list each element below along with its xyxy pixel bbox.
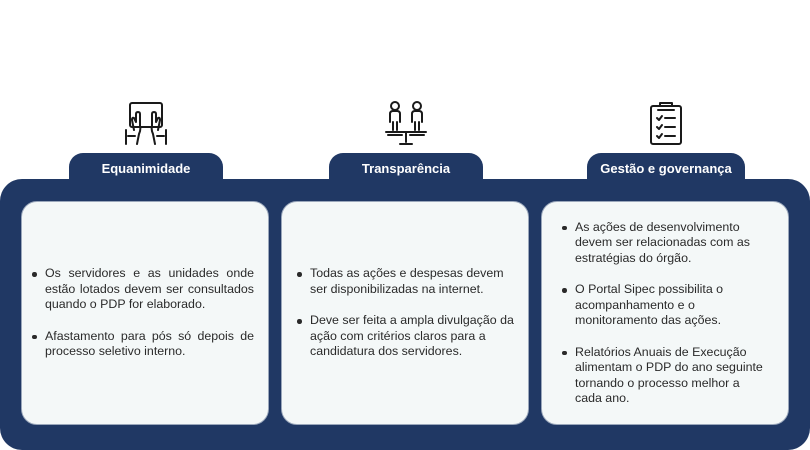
list-item: As ações de desenvolvimento devem ser re… (562, 220, 768, 267)
column-equanimidade: Equanimidade Os servidores e as unidades… (21, 0, 271, 450)
list-item: Relatórios Anuais de Execução alimentam … (562, 345, 768, 407)
tab-title: Gestão e governança (600, 160, 732, 176)
column-transparencia: Transparência Todas as ações e despesas … (281, 0, 531, 450)
hands-on-tablet-icon (125, 102, 167, 145)
list-item: Afastamento para pós só depois de proces… (32, 328, 254, 359)
tab-title: Transparência (361, 160, 451, 176)
list-item: Todas as ações e despesas devem ser disp… (297, 266, 516, 297)
tab-equanimidade: Equanimidade (69, 153, 223, 183)
bullet-list: Todas as ações e despesas devem ser disp… (297, 266, 516, 360)
clipboard-checklist-icon (650, 102, 682, 145)
people-balance-icon (385, 101, 427, 145)
card-transparencia: Todas as ações e despesas devem ser disp… (281, 201, 529, 425)
list-item: Deve ser feita a ampla divulgação da açã… (297, 313, 516, 360)
list-item: O Portal Sipec possibilita o acompanhame… (562, 282, 768, 329)
card-gestao-governanca: As ações de desenvolvimento devem ser re… (541, 201, 789, 425)
tab-title: Equanimidade (101, 160, 191, 176)
bullet-list: As ações de desenvolvimento devem ser re… (562, 220, 768, 407)
column-gestao-governanca: Gestão e governança As ações de desenvol… (541, 0, 791, 450)
tab-transparencia: Transparência (329, 153, 483, 183)
tab-gestao-governanca: Gestão e governança (587, 153, 745, 183)
list-item: Os servidores e as unidades onde estão l… (32, 266, 254, 312)
bullet-list: Os servidores e as unidades onde estão l… (32, 266, 254, 360)
card-equanimidade: Os servidores e as unidades onde estão l… (21, 201, 269, 425)
